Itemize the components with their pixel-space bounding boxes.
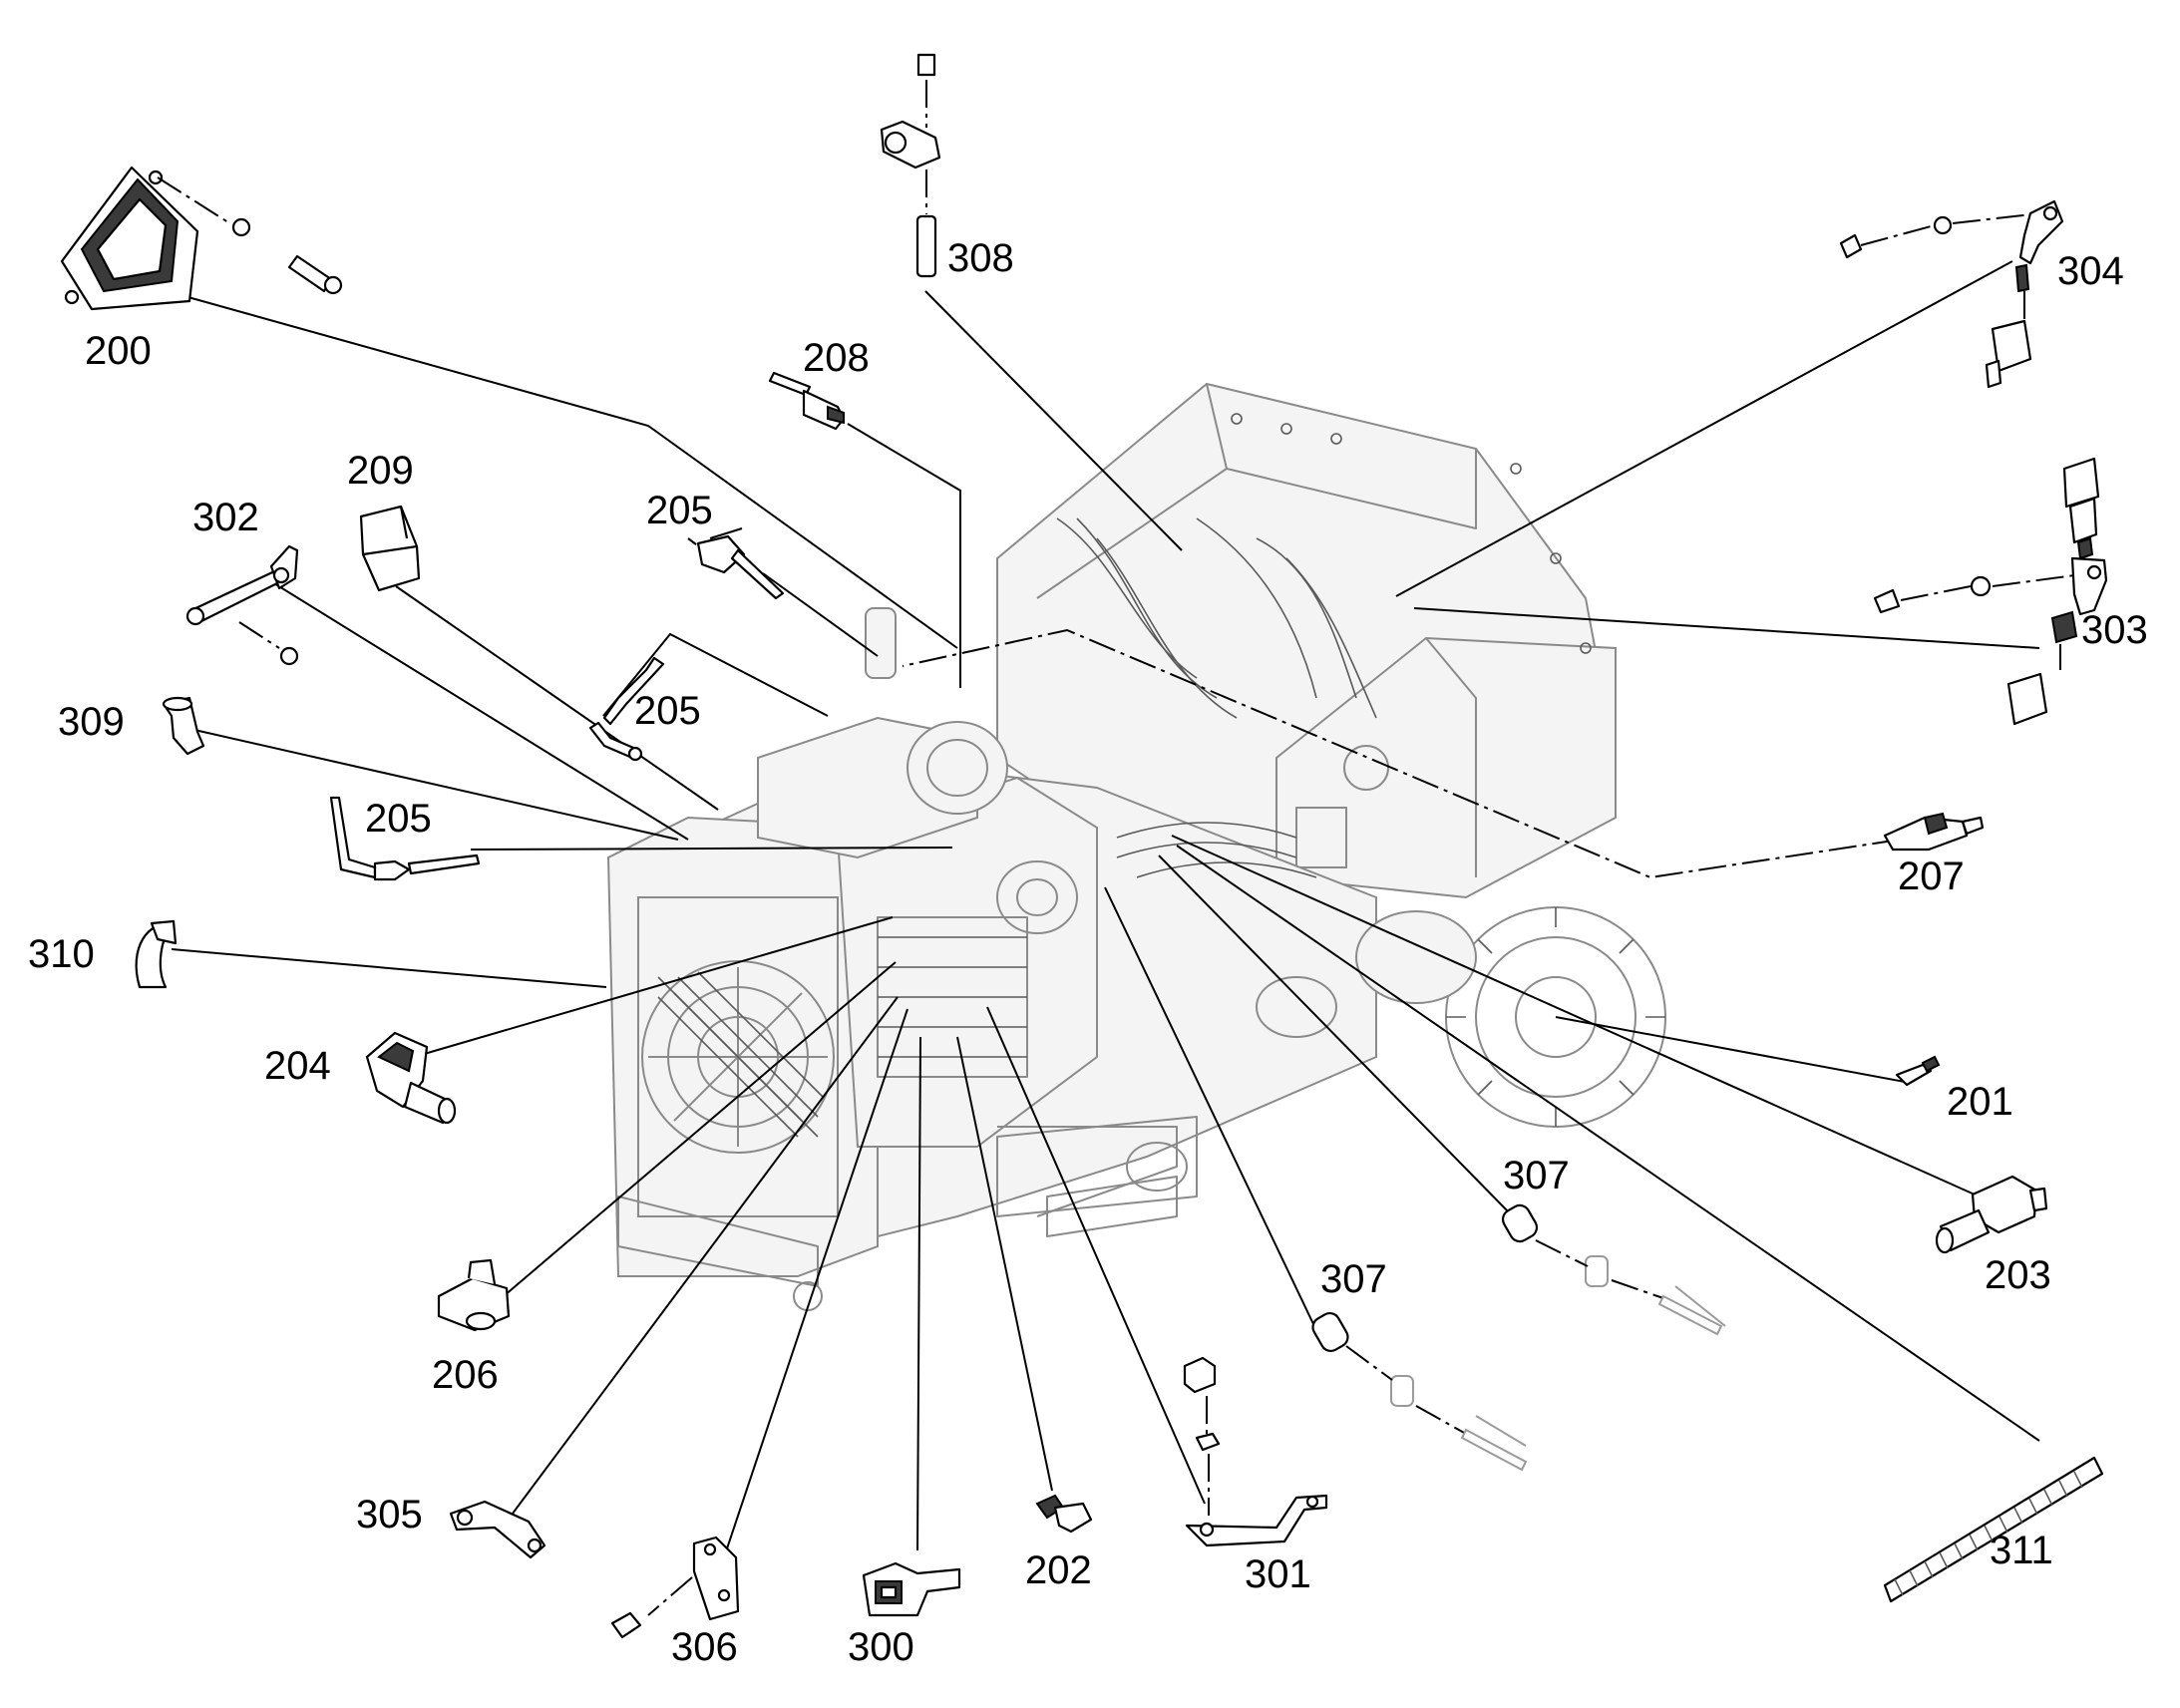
switch-202 <box>1035 1494 1093 1534</box>
leader-300 <box>916 1036 921 1551</box>
leader-301 <box>986 1006 1206 1505</box>
leader-204 <box>413 916 894 1058</box>
bracket-301 <box>1183 1356 1328 1547</box>
machine-assembly <box>606 382 1726 1447</box>
callout-202: 202 <box>1025 1548 1092 1592</box>
callout-304: 304 <box>2057 249 2124 293</box>
callout-203: 203 <box>1985 1253 2051 1297</box>
callout-308: 308 <box>947 236 1014 280</box>
callout-207: 207 <box>1898 854 1965 898</box>
leader-205c <box>470 847 953 851</box>
leader-308 <box>924 290 1183 551</box>
callout-305: 305 <box>356 1493 423 1537</box>
leader-305 <box>503 996 899 1527</box>
callout-labels: 200 201 202 203 204 205 205 205 206 207 … <box>28 236 2148 1669</box>
leader-205b <box>602 632 829 717</box>
lug-303 <box>1873 457 2108 726</box>
leader-206 <box>503 961 897 1297</box>
callout-201: 201 <box>1947 1080 2013 1124</box>
callout-205b: 205 <box>634 689 701 733</box>
bracket-302 <box>185 544 299 666</box>
callout-300: 300 <box>848 1625 914 1669</box>
callout-309: 309 <box>58 700 125 744</box>
leader-311 <box>1176 845 2040 1442</box>
callout-205c: 205 <box>365 797 432 841</box>
callout-302: 302 <box>192 496 259 539</box>
spacer-307a <box>1501 1203 1723 1336</box>
callout-204: 204 <box>264 1044 331 1088</box>
fitting-309 <box>162 696 205 756</box>
callout-301: 301 <box>1245 1552 1311 1596</box>
leader-202 <box>956 1036 1053 1492</box>
callout-200: 200 <box>85 329 152 373</box>
relay-209 <box>359 505 421 592</box>
wrap-311 <box>1883 1456 2104 1603</box>
leader-310 <box>171 948 607 988</box>
switch-206 <box>437 1258 511 1332</box>
callout-303: 303 <box>2081 608 2148 652</box>
bracket-305 <box>449 1500 546 1559</box>
callout-209: 209 <box>347 449 414 493</box>
callout-310: 310 <box>28 932 95 976</box>
leader-302 <box>268 579 689 841</box>
callout-208: 208 <box>803 336 870 380</box>
leader-306 <box>717 1008 908 1576</box>
leader-lines <box>171 260 2040 1576</box>
callout-307b: 307 <box>1320 1257 1387 1301</box>
leader-303 <box>1413 607 2040 649</box>
clamp-308 <box>880 53 941 278</box>
callout-206: 206 <box>432 1353 499 1397</box>
leader-200 <box>183 295 958 649</box>
leader-304 <box>1395 260 2013 597</box>
exploded-parts <box>60 53 2108 1639</box>
leader-207 <box>902 628 1901 879</box>
bracket-306 <box>610 1536 740 1639</box>
module-200 <box>60 166 343 311</box>
leader-205a <box>762 572 879 657</box>
lug-304 <box>1839 199 2064 389</box>
leader-203 <box>1171 835 1976 1196</box>
callout-307a: 307 <box>1503 1154 1570 1197</box>
leader-309 <box>193 729 679 841</box>
sensor-201 <box>1895 1055 1941 1087</box>
bracket-300 <box>862 1561 961 1617</box>
callout-311: 311 <box>1990 1529 2053 1572</box>
leader-307a <box>1158 854 1512 1215</box>
sensor-208 <box>768 371 846 431</box>
sensor-207 <box>1883 812 1985 852</box>
sender-203 <box>1935 1175 2048 1254</box>
sensor-205b <box>588 656 665 762</box>
leader-208 <box>847 423 961 688</box>
sensor-205c <box>329 796 481 881</box>
callout-205a: 205 <box>646 489 713 532</box>
leader-201 <box>1555 1016 1906 1083</box>
sensor-205a <box>687 526 785 600</box>
leader-209 <box>395 585 719 811</box>
spacer-307b <box>1311 1311 1528 1472</box>
clamp-310 <box>135 919 178 989</box>
callout-306: 306 <box>671 1625 738 1669</box>
sensor-204 <box>365 1031 457 1125</box>
leader-307b <box>1104 886 1315 1327</box>
